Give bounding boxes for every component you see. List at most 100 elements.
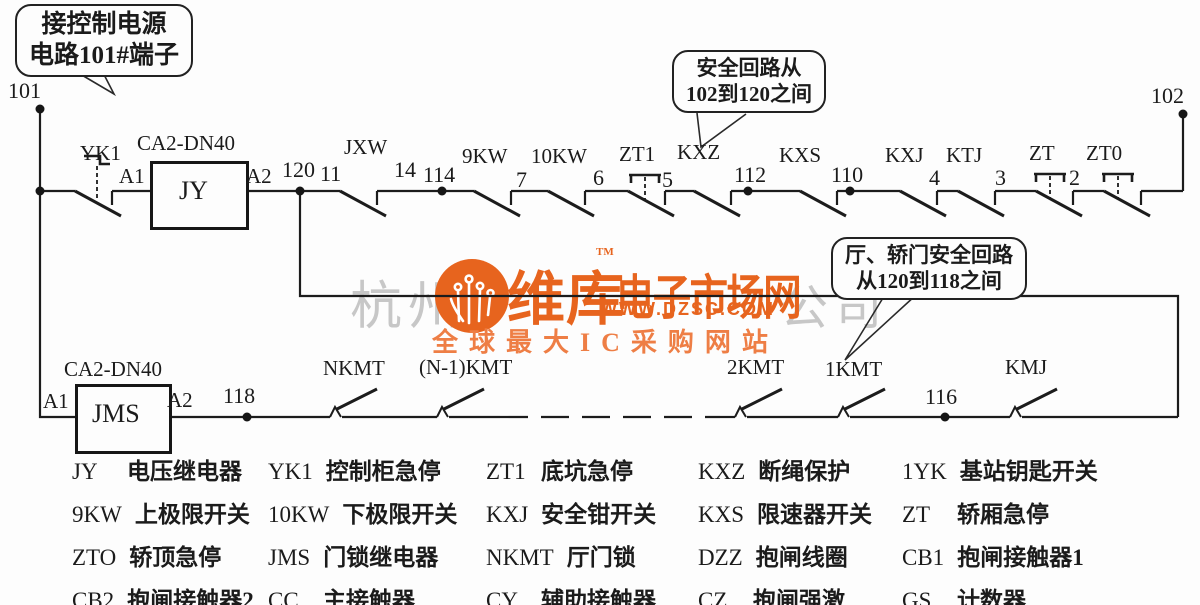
legend-code: KXS — [698, 502, 745, 527]
legend-row: KXJ 安全钳开关 — [486, 495, 656, 529]
circuit-label: ZT — [1029, 141, 1055, 165]
legend-code: CC — [268, 588, 299, 605]
emergency-stop-caps — [84, 154, 1134, 201]
circuit-label: 1KMT — [825, 357, 883, 381]
legend-desc: 辅助接触器 — [541, 588, 656, 605]
legend-desc: 断绳保护 — [758, 459, 851, 484]
callout-safety-loop: 安全回路从 102到120之间 — [672, 50, 826, 114]
circuit-label: CA2-DN40 — [137, 131, 235, 155]
circuit-label: CA2-DN40 — [64, 357, 162, 381]
contact-jxw — [339, 189, 387, 218]
relay-box-jms — [75, 384, 172, 454]
circuit-label: 101 — [8, 78, 41, 103]
junction-dots — [35, 104, 1188, 422]
estop-cap-zt — [1034, 172, 1066, 199]
legend-row: KXZ 断绳保护 — [698, 452, 872, 486]
circuit-label: 2KMT — [727, 355, 785, 379]
legend-code: ZTO — [72, 545, 117, 570]
legend-code: KXZ — [698, 459, 746, 484]
watermark-slogan: 全球最大IC采购网站 — [432, 328, 779, 357]
circuit-label: KXZ — [677, 140, 721, 164]
contact-zt0 — [1103, 189, 1151, 218]
contact-nkmt — [329, 387, 378, 418]
legend-desc: 抱闸线圈 — [755, 545, 848, 570]
legend-code: YK1 — [268, 459, 313, 484]
watermark-brand-suffix: 电子市场网 — [616, 272, 802, 325]
estop-cap-zt0 — [1102, 172, 1134, 199]
legend-code: JY — [72, 459, 98, 484]
legend-desc: 抱闸接触器1 — [957, 545, 1084, 570]
legend-code: 1YK — [902, 459, 947, 484]
circuit-label: KMJ — [1005, 355, 1048, 379]
callout-line: 安全回路从 — [696, 56, 802, 80]
legend-desc: 计数器 — [957, 588, 1026, 605]
circuit-label: 102 — [1151, 83, 1184, 108]
watermark-url: WWW.DZSC.COM — [600, 299, 775, 319]
legend-row: YK1 控制柜急停 — [268, 452, 457, 486]
estop-cap-yk1 — [84, 154, 110, 201]
callout-line: 102到120之间 — [686, 81, 812, 106]
callout-line: 电路101#端子 — [29, 41, 180, 69]
callout-line: 接控制电源 — [41, 11, 167, 38]
circuit-label: 11 — [320, 161, 342, 186]
legend-row: DZZ 抱闸线圈 — [698, 538, 872, 572]
legend-desc: 门锁继电器 — [323, 545, 439, 570]
legend-desc: 电压继电器 — [127, 459, 242, 484]
circuit-label: 4 — [929, 165, 940, 190]
circuit-label: KXJ — [885, 143, 924, 167]
contact-kxs — [799, 189, 847, 218]
contact-yk1 — [74, 189, 122, 218]
contact-zt — [1035, 189, 1083, 218]
circuit-label: (N-1)KMT — [419, 355, 513, 379]
legend-code: CB2 — [72, 588, 115, 605]
legend-desc: 轿顶急停 — [129, 545, 222, 570]
legend-code: DZZ — [698, 545, 743, 570]
door-contacts-bottom — [329, 387, 1058, 418]
contact-ktj — [957, 189, 1005, 218]
relay-box-jy — [150, 161, 249, 230]
legend-code: CY — [486, 588, 518, 605]
contact-kxj — [899, 189, 947, 218]
legend-code: 10KW — [268, 502, 330, 527]
legend-code: KXJ — [486, 502, 529, 527]
contact-2kmt — [734, 387, 783, 418]
legend-code: NKMT — [486, 545, 554, 570]
circuit-label: 7 — [516, 167, 527, 192]
legend-desc: 安全钳开关 — [541, 502, 657, 527]
contact-n1kmt — [436, 387, 485, 418]
legend-row: JY 电压继电器 — [72, 452, 254, 486]
circuit-label: 10KW — [531, 144, 587, 168]
contact-10kw — [547, 189, 595, 218]
contact-kxz — [693, 189, 741, 218]
circuit-label: KTJ — [946, 143, 983, 167]
circuit-label: 120 — [282, 157, 315, 182]
circuit-label: 116 — [925, 384, 958, 409]
callout-door-loop: 厅、轿门安全回路 从120到118之间 — [831, 237, 1027, 301]
legend-row: CY 辅助接触器 — [486, 581, 656, 605]
callout-source-terminal: 接控制电源 电路101#端子 — [15, 4, 194, 77]
contact-1kmt — [837, 387, 886, 418]
circuit-label: A1 — [119, 164, 145, 188]
legend-desc: 控制柜急停 — [325, 459, 441, 484]
circuit-label: 3 — [995, 165, 1006, 190]
circuit-label: 9KW — [462, 144, 508, 168]
legend-row: 1YK 基站钥匙开关 — [902, 452, 1098, 486]
legend-code: CB1 — [902, 545, 945, 570]
circuit-label: 14 — [394, 157, 416, 182]
legend-desc: 上极限开关 — [134, 502, 250, 527]
callout-line: 从120到118之间 — [856, 268, 1002, 293]
contact-zt1 — [627, 189, 675, 218]
relay-jy-label: JY — [179, 176, 208, 205]
circuit-label: KXS — [779, 143, 822, 167]
legend-desc: 基站钥匙开关 — [959, 459, 1098, 484]
